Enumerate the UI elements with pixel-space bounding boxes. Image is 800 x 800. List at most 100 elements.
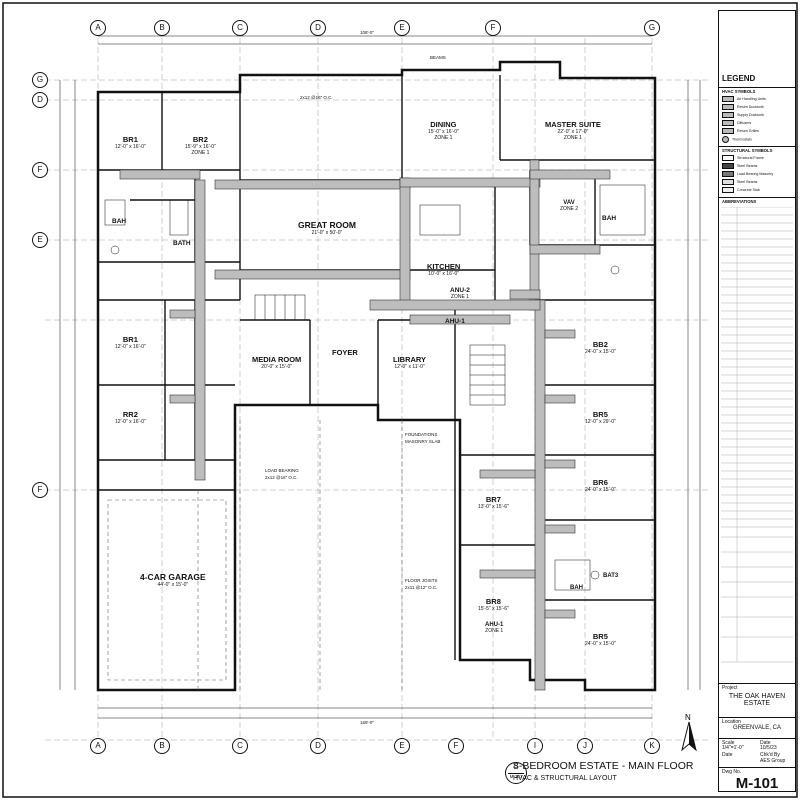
beam-symbol-2-icon bbox=[722, 179, 734, 185]
floor-joists-note: FLOOR JOISTS bbox=[405, 578, 438, 583]
equipment-ahu1: AHU-1 bbox=[445, 318, 465, 325]
grid-bubble-bottom-d: D bbox=[310, 738, 326, 754]
scale-label: Scale bbox=[719, 738, 757, 746]
project-name: THE OAK HAVEN ESTATE bbox=[728, 693, 786, 707]
drawing-subtitle: HVAC & STRUCTURAL LAYOUT bbox=[513, 775, 617, 782]
legend-concrete-slab: Concrete Slab bbox=[722, 187, 760, 193]
grid-bubble-bottom-j: J bbox=[577, 738, 593, 754]
floor-joists-spec: 2x11 @12" O.C. bbox=[405, 585, 438, 590]
beam-symbol-icon bbox=[722, 163, 734, 169]
beam-note: BEAMS bbox=[430, 55, 446, 60]
stairs bbox=[254, 294, 506, 406]
grille-symbol-icon bbox=[722, 128, 734, 134]
grid-bubble-top-b: B bbox=[154, 20, 170, 36]
drawing-title: 8-BEDROOM ESTATE - MAIN FLOOR bbox=[513, 760, 694, 772]
legend-return-duct: Return Ductwork bbox=[722, 104, 764, 110]
legend-return-grilles: Return Grilles bbox=[722, 128, 759, 134]
room-bah-3: BAH bbox=[570, 585, 583, 591]
grid-bubble-bottom-a: A bbox=[90, 738, 106, 754]
return-duct-symbol-icon bbox=[722, 104, 734, 110]
grid-bubble-left-1: G bbox=[32, 72, 48, 88]
legend-steel-beams: Steel Beams bbox=[722, 163, 757, 169]
room-bath: BATH bbox=[173, 240, 191, 247]
garage-details bbox=[107, 420, 403, 690]
masonry-symbol-icon bbox=[722, 171, 734, 177]
grid-bubble-bottom-b: B bbox=[154, 738, 170, 754]
thermostat-symbol-icon bbox=[722, 136, 729, 143]
legend-load-bearing: Load Bearing Masonry bbox=[722, 171, 773, 177]
ahu-symbol-icon bbox=[722, 96, 734, 102]
supply-duct-symbol-icon bbox=[722, 112, 734, 118]
frame-symbol-icon bbox=[722, 155, 734, 161]
grid-bubble-bottom-i: I bbox=[527, 738, 543, 754]
legend-diffusers: Diffusers bbox=[722, 120, 751, 126]
load-bearing-note: LOAD BEARING bbox=[265, 468, 299, 473]
grid-bubble-bottom-e: E bbox=[394, 738, 410, 754]
checked-value: AES Group bbox=[760, 758, 786, 764]
grid-bubble-top-e: E bbox=[394, 20, 410, 36]
date-value: 10/5/23 bbox=[760, 745, 777, 751]
grid-bubble-left-3: F bbox=[32, 162, 48, 178]
foundations-spec: MASONRY SLAB bbox=[405, 439, 441, 444]
room-bah-1: BAH bbox=[112, 218, 127, 225]
diffuser-symbol-icon bbox=[722, 120, 734, 126]
room-bat3: BAT3 bbox=[603, 573, 619, 579]
grid-bubble-top-d: D bbox=[310, 20, 326, 36]
grid-bubble-bottom-f: F bbox=[448, 738, 464, 754]
legend-thermostats: Thermostats bbox=[722, 136, 752, 143]
north-arrow-icon: N bbox=[681, 713, 697, 752]
detail-callout: 5 M-101 bbox=[505, 762, 527, 784]
location-value: GREENVALE, CA bbox=[733, 725, 781, 731]
grid-bubble-bottom-k: K bbox=[644, 738, 660, 754]
checked-label: Chk'd By bbox=[760, 752, 780, 758]
foundations-note: FOUNDATIONS bbox=[405, 432, 438, 437]
structural-symbols-heading: STRUCTURAL SYMBOLS bbox=[719, 146, 795, 153]
room-bah-2: BAH bbox=[602, 215, 617, 222]
abbreviation-table bbox=[721, 207, 793, 663]
abbreviations-heading: ABBREVIATIONS bbox=[719, 197, 795, 204]
legend-steel-beams-2: Steel Beams bbox=[722, 179, 757, 185]
grid-bubble-top-c: C bbox=[232, 20, 248, 36]
grid-bubble-left-5: F bbox=[32, 482, 48, 498]
title-block-sidebar: LEGEND HVAC SYMBOLS Air Handling Units R… bbox=[718, 10, 796, 792]
svg-text:N: N bbox=[685, 713, 691, 722]
grid-bubble-bottom-c: C bbox=[232, 738, 248, 754]
load-bearing-spec: 2x12 @16" O.C. bbox=[265, 475, 298, 480]
slab-symbol-icon bbox=[722, 187, 734, 193]
date-label: Date bbox=[757, 738, 795, 746]
legend-ahu: Air Handling Units bbox=[722, 96, 766, 102]
grid-bubble-left-4: E bbox=[32, 232, 48, 248]
scale-value: 1/4"=1'-0" bbox=[722, 745, 744, 751]
grid-bubble-top-a: A bbox=[90, 20, 106, 36]
project-label: Project bbox=[719, 683, 795, 691]
dimension-lines bbox=[59, 35, 701, 719]
grid-bubble-left-2: D bbox=[32, 92, 48, 108]
location-label: Location bbox=[719, 717, 795, 725]
grid-bubble-top-g: G bbox=[644, 20, 660, 36]
overall-bottom-dimension: 169'-0" bbox=[360, 720, 374, 725]
legend-structural-frame: Structural Frame bbox=[722, 155, 764, 161]
joist-note-top: 2x12 @16" O.C. bbox=[300, 95, 333, 100]
room-foyer: FOYER bbox=[332, 348, 358, 357]
overall-top-dimension: 108'-0" bbox=[360, 30, 374, 35]
